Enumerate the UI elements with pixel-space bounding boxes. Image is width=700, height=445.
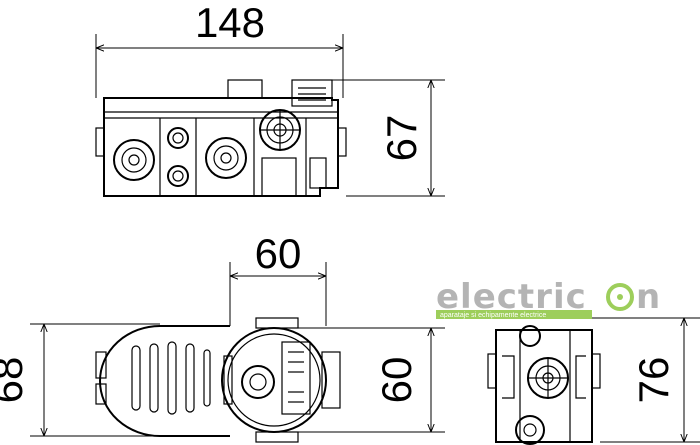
dimension-60-horizontal: 60: [229, 230, 327, 326]
dimension-60-vertical: 60: [274, 327, 445, 433]
side-view: [487, 325, 601, 445]
knockout-circle: [167, 165, 189, 187]
knockout-circle: [113, 139, 155, 181]
dimension-label-60-horizontal: 60: [255, 230, 302, 277]
front-view: [95, 79, 347, 197]
dimension-67: 67: [294, 79, 445, 197]
dimension-68: 68: [0, 323, 160, 437]
watermark-brand-end: n: [636, 277, 661, 317]
screw-knob: [259, 109, 301, 151]
plan-view: [95, 317, 341, 443]
knockout-circle: [167, 127, 189, 149]
watermark-o-icon: [606, 283, 634, 311]
dimension-label-60-vertical: 60: [373, 357, 420, 404]
screw-knob: [527, 357, 569, 399]
electricon-watermark: electric n aparataje si echipamente elec…: [436, 277, 661, 319]
dimension-label-67: 67: [378, 115, 425, 162]
dimension-label-148: 148: [195, 0, 265, 46]
watermark-tagline: aparataje si echipamente electrice: [440, 312, 546, 319]
dimension-label-68: 68: [0, 357, 31, 404]
dimension-76: 76: [592, 317, 700, 443]
knockout-circle: [205, 137, 247, 179]
dimension-148: 148: [95, 0, 344, 98]
dimension-label-76: 76: [630, 357, 677, 404]
